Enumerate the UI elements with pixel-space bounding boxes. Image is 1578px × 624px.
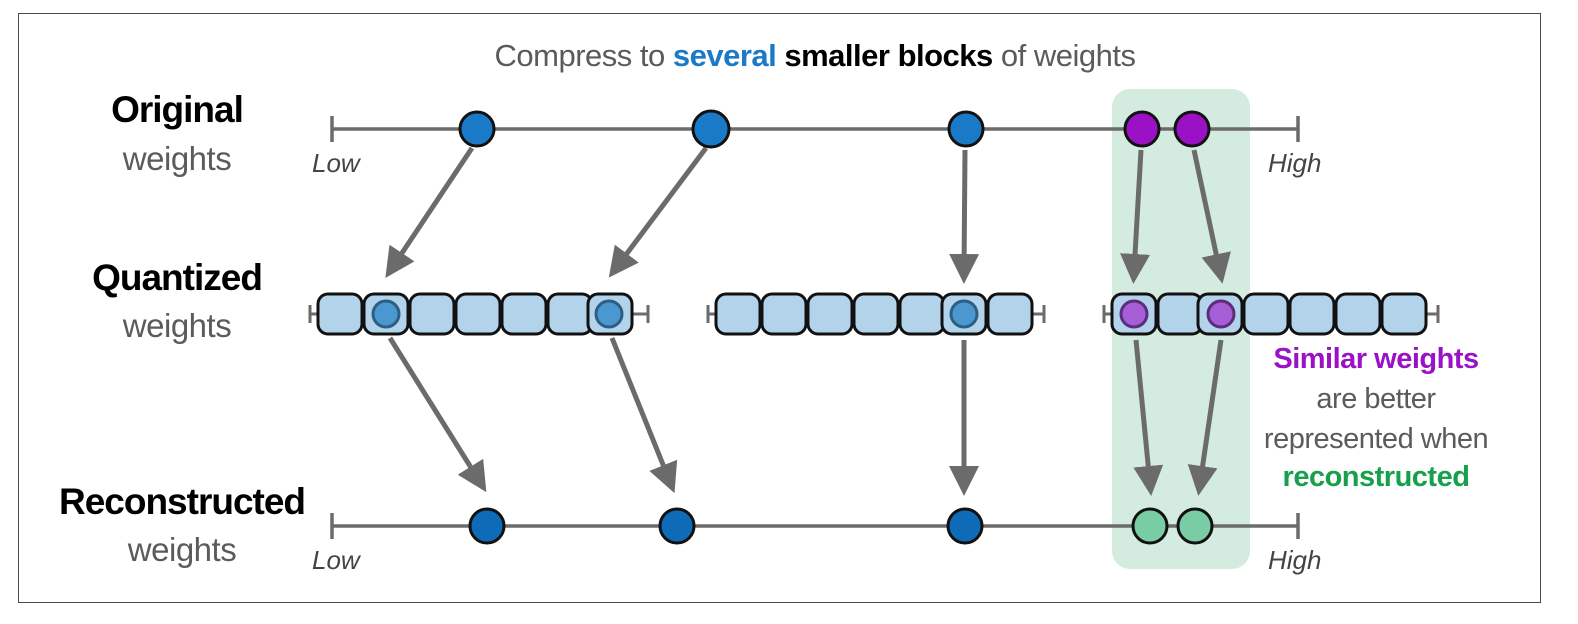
block-group-2 — [706, 292, 1046, 336]
quantized-dot-purple — [1206, 299, 1236, 329]
block-cell — [408, 292, 456, 336]
block-cell — [500, 292, 548, 336]
block-cell — [1334, 292, 1382, 336]
quantized-dot — [594, 299, 624, 329]
row-label-quantized: Quantized — [92, 257, 262, 298]
row-sub-original: weights — [122, 140, 231, 177]
block-cell — [546, 292, 594, 336]
arrow-down-icon — [608, 146, 708, 278]
block-cell — [316, 292, 364, 336]
row-label-reconstructed: Reconstructed — [59, 481, 305, 522]
circle-marker — [947, 110, 985, 148]
row-sub-quantized: weights — [122, 307, 231, 344]
title-prefix: Compress to — [495, 38, 673, 73]
block-cell — [1380, 292, 1428, 336]
arrow-down-icon — [949, 149, 980, 284]
block-cell — [806, 292, 854, 336]
circle-marker-green — [1131, 507, 1169, 545]
axis-low-bottom: Low — [312, 545, 362, 575]
arrow-down-icon — [387, 336, 487, 493]
circle-marker — [691, 109, 731, 149]
note-line-2: are better — [1316, 383, 1436, 415]
circle-marker — [658, 507, 696, 545]
block-cell — [454, 292, 502, 336]
block-cell — [1242, 292, 1290, 336]
block-cell — [898, 292, 946, 336]
quantized-dot — [371, 299, 401, 329]
diagram-frame — [18, 13, 1541, 603]
circle-marker-purple — [1123, 110, 1161, 148]
original-dots — [458, 109, 1211, 149]
block-cell — [760, 292, 808, 336]
arrow-down-icon — [1191, 149, 1231, 284]
axis-low-top: Low — [312, 148, 362, 178]
note-similar-weights: Similar weights — [1273, 343, 1478, 375]
arrows-to-reconstructed — [387, 336, 1224, 497]
block-cell — [1288, 292, 1336, 336]
row-sub-reconstructed: weights — [127, 531, 236, 568]
circle-marker-green — [1176, 507, 1214, 545]
block-cell — [986, 292, 1034, 336]
block-group-1 — [308, 292, 650, 336]
arrow-down-icon — [1120, 149, 1151, 284]
arrows-to-quantized — [385, 146, 1231, 284]
note-reconstructed: reconstructed — [1283, 461, 1470, 493]
arrow-down-icon — [1187, 339, 1224, 496]
axis-high-top: High — [1268, 148, 1321, 178]
title-space — [776, 38, 784, 73]
block-cell — [1156, 292, 1204, 336]
title-bold: smaller blocks — [784, 38, 992, 73]
block-cell — [714, 292, 762, 336]
arrow-down-icon — [385, 146, 475, 278]
circle-marker — [468, 507, 506, 545]
arrow-down-icon — [1133, 339, 1164, 496]
block-cell — [852, 292, 900, 336]
reconstructed-dots — [468, 507, 1214, 545]
diagram-title: Compress to several smaller blocks of we… — [495, 38, 1136, 73]
circle-marker — [946, 507, 984, 545]
quantized-dot — [949, 299, 979, 329]
quantized-dot-purple — [1119, 299, 1149, 329]
arrow-down-icon — [609, 337, 678, 494]
title-highlight: several — [673, 38, 776, 73]
block-group-3 — [1102, 292, 1440, 336]
axis-high-bottom: High — [1268, 545, 1321, 575]
note-line-3: represented when — [1264, 423, 1488, 455]
circle-marker — [458, 110, 496, 148]
circle-marker-purple — [1173, 110, 1211, 148]
title-suffix: of weights — [993, 38, 1136, 73]
row-label-original: Original — [111, 89, 243, 130]
